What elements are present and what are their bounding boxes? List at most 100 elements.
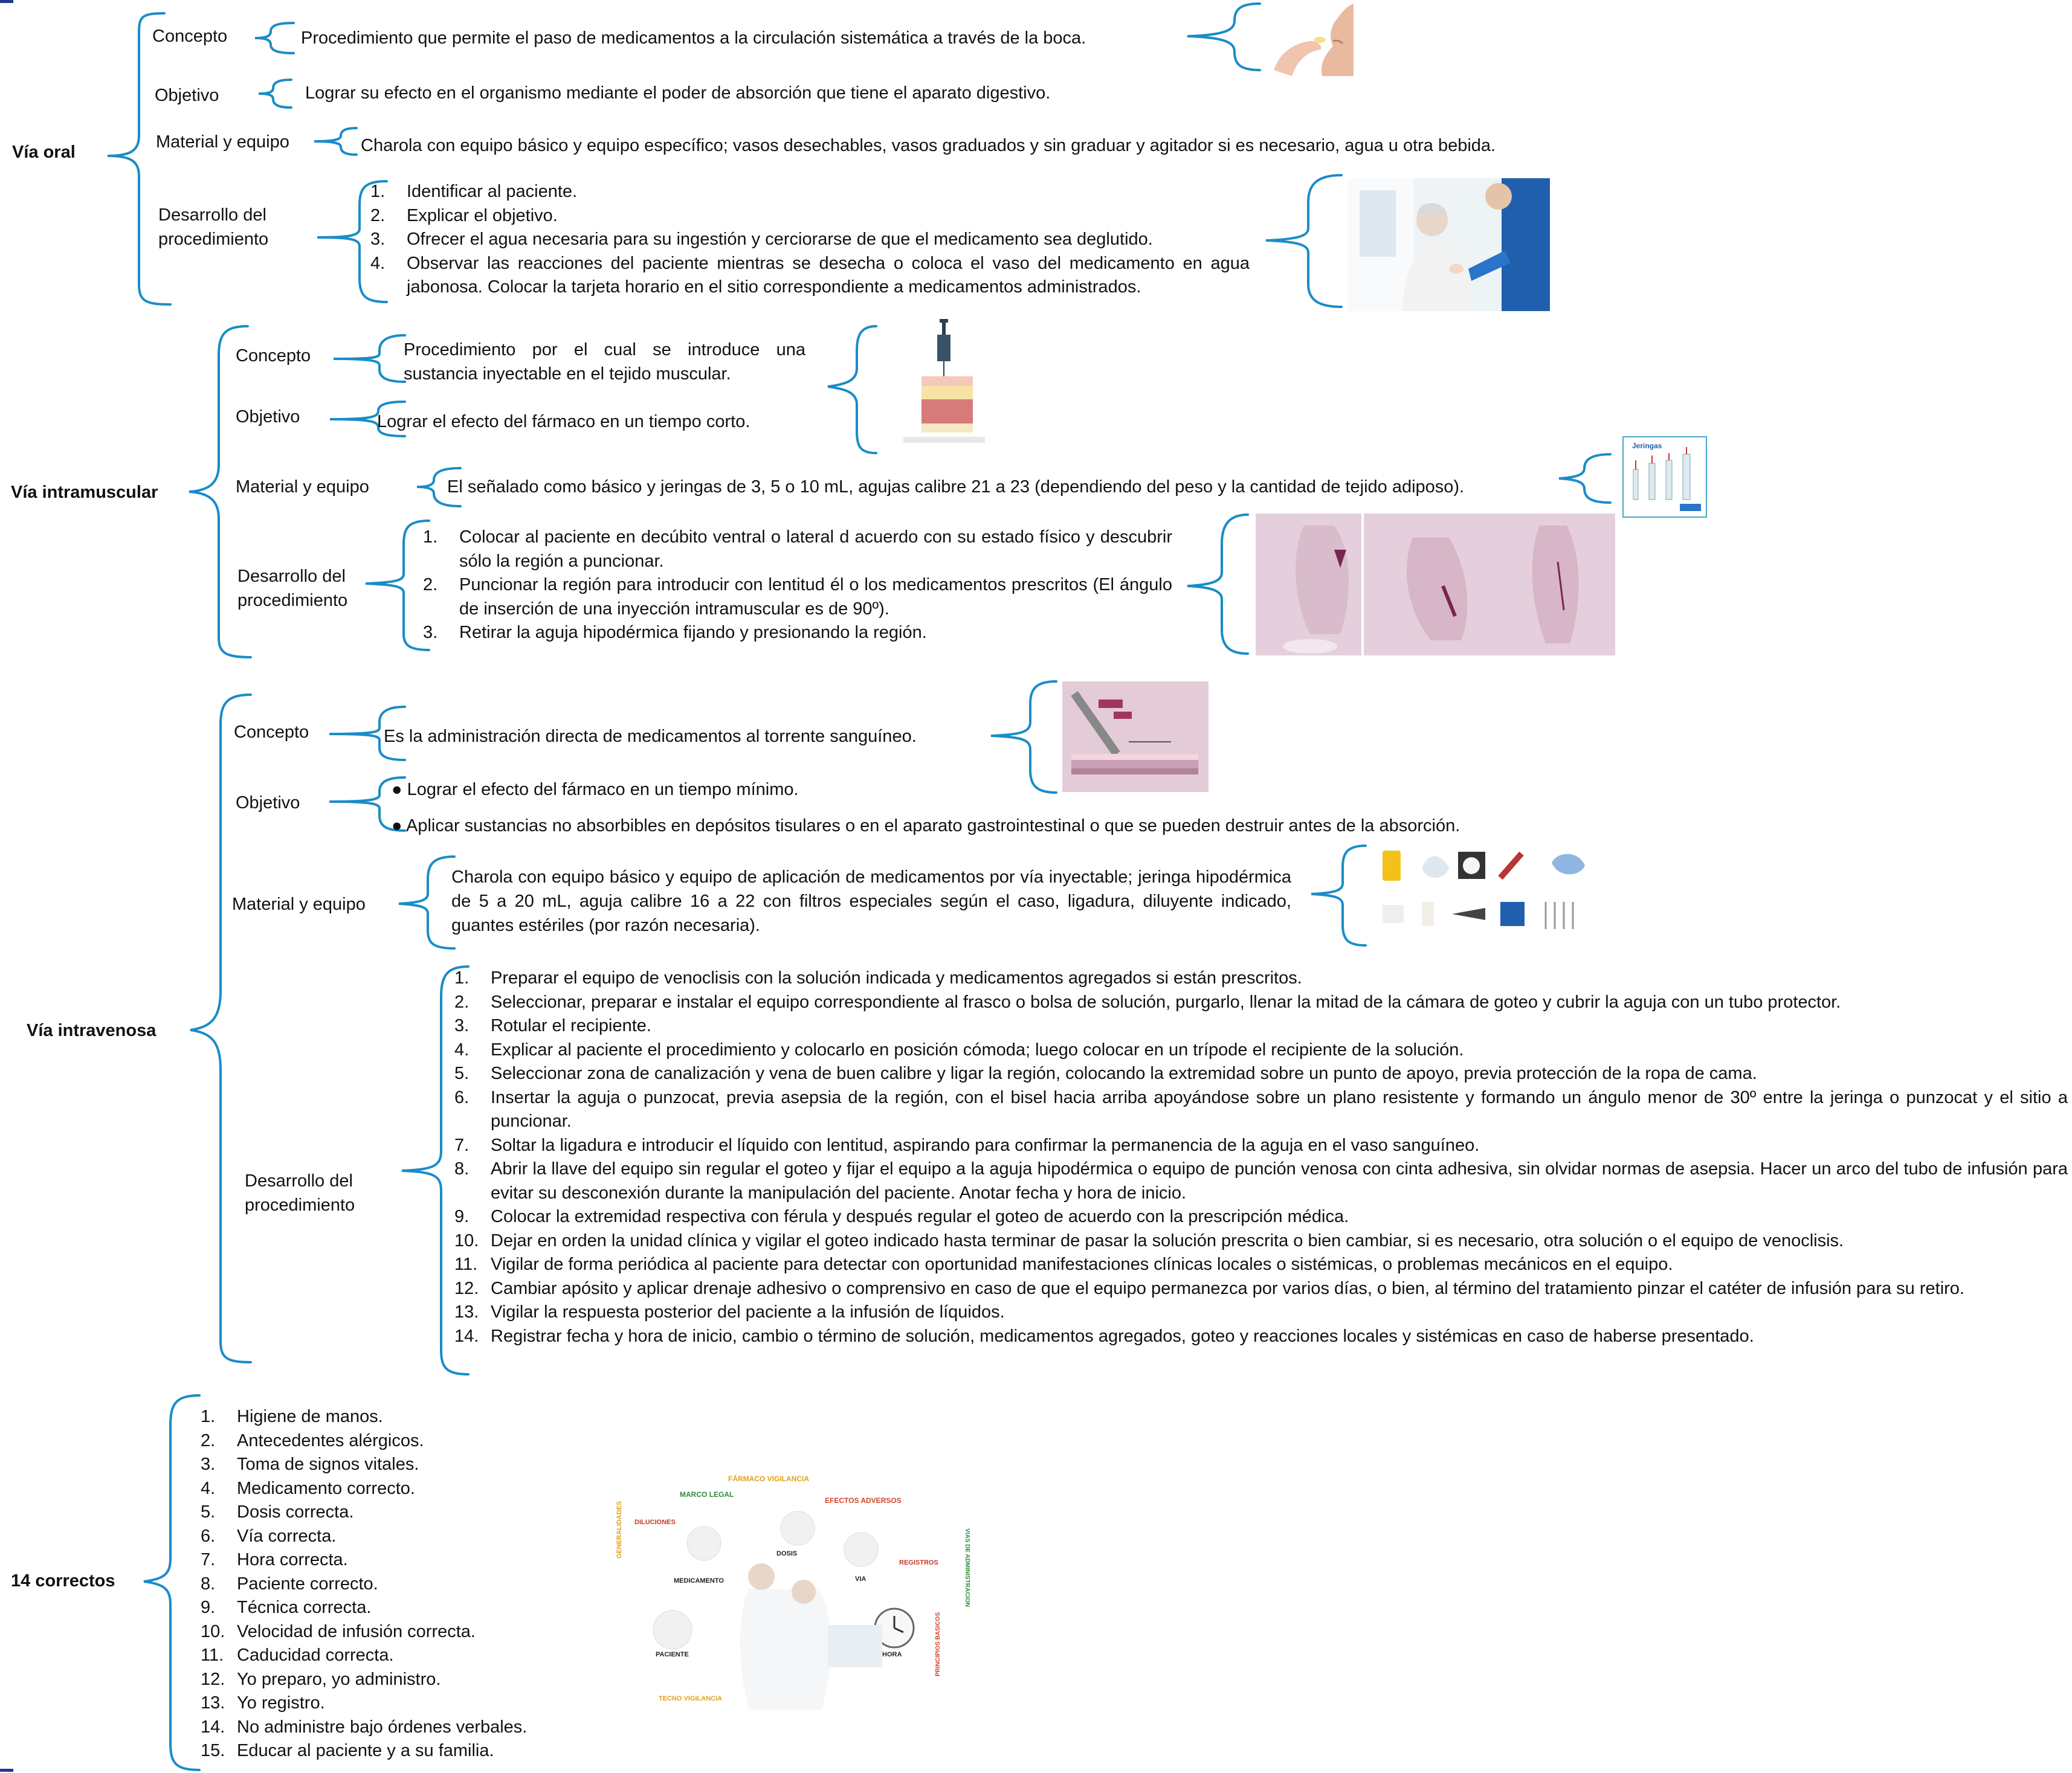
list-item: 4.Explicar al paciente el procedimiento … [454,1040,1464,1060]
correctos-title: 14 correctos [11,1571,115,1591]
list-item: 9.Técnica correcta. [201,1598,372,1617]
brace-via-oral [107,12,172,306]
list-item: ● Lograr el efecto del fármaco en un tie… [392,780,799,799]
iv-steps-list: 1.Preparar el equipo de venoclisis con l… [454,967,2068,1348]
jeringas-title: Jeringas [1632,442,1662,450]
brace-im-img1 [827,325,877,454]
label-hora: HORA [882,1651,902,1658]
brace-im-img2 [1558,453,1612,504]
brace-oral-img1 [1187,2,1261,71]
list-item: 7.Hora correcta. [201,1550,348,1569]
label-via: VIA [855,1575,866,1583]
list-item: 11.Caducidad correcta. [201,1646,394,1665]
brace-im-objetivo [329,401,406,437]
list-item: 15.Educar al paciente y a su familia. [201,1741,494,1760]
oral-concepto-text: Procedimiento que permite el paso de med… [301,28,1086,48]
corner-bar-bottom [0,1769,13,1772]
oral-desarrollo-label: Desarrollo del procedimiento [158,205,269,249]
brace-via-iv [190,693,252,1363]
oral-steps-list: 1.Identificar al paciente. 2.Explicar el… [370,180,1250,300]
list-item: 3.Toma de signos vitales. [201,1455,419,1474]
im-desarrollo-label: Desarrollo del procedimiento [237,567,348,610]
list-item: 7.Soltar la ligadura e introducir el líq… [454,1135,1480,1155]
brace-iv-img1 [990,680,1057,794]
list-item: 2.Seleccionar, preparar e instalar el eq… [454,992,1841,1012]
via-im-title: Vía intramuscular [11,483,158,502]
oral-pill-image [1262,4,1354,76]
iv-objetivo-label: Objetivo [236,793,300,812]
list-item: 4.Medicamento correcto. [201,1478,415,1498]
iv-material-label: Material y equipo [232,895,366,914]
brace-oral-material [314,127,358,156]
brace-oral-concepto [254,22,295,54]
list-item: 2.Puncionar la región para introducir co… [423,575,1172,619]
list-item: 14.Registrar fecha y hora de inicio, cam… [454,1326,1754,1346]
brace-im-concepto [333,334,406,383]
label-farmaco: FÁRMACO VIGILANCIA [728,1474,809,1483]
list-item: 12.Yo preparo, yo administro. [201,1669,441,1689]
brace-iv-material [398,855,456,950]
list-item: 9.Colocar la extremidad respectiva con f… [454,1207,1349,1226]
list-item: 4.Observar las reacciones del paciente m… [370,253,1250,297]
label-marco: MARCO LEGAL [680,1490,734,1499]
correctos-infographic-image: FÁRMACO VIGILANCIA MARCO LEGAL EFECTOS A… [610,1468,979,1731]
list-item: 1.Colocar al paciente en decúbito ventra… [423,527,1172,571]
iv-vein-diagram-image [1062,681,1209,792]
brace-iv-concepto [329,706,406,761]
label-diluciones: DILUCIONES [634,1519,676,1526]
im-material-label: Material y equipo [236,477,369,497]
brace-oral-img2 [1265,174,1343,308]
list-item: 3.Rotular el recipiente. [454,1016,651,1035]
list-item: 5.Seleccionar zona de canalización y ven… [454,1064,1757,1083]
list-item: 3.Ofrecer el agua necesaria para su inge… [370,230,1153,249]
iv-objetivos-list: ● Lograr el efecto del fármaco en un tie… [392,777,1460,838]
brace-iv-objetivo [329,776,406,832]
list-item: 6.Insertar la aguja o punzocat, previa a… [454,1087,2068,1131]
list-item: 10.Dejar en orden la unidad clínica y vi… [454,1231,1844,1250]
list-item: 11.Vigilar de forma periódica al pacient… [454,1255,1673,1274]
list-item: 8.Abrir la llave del equipo sin regular … [454,1159,2068,1203]
im-syringes-image: Jeringas [1622,436,1707,518]
label-tecno: TECNO VIGILANCIA [659,1695,722,1702]
oral-concepto-label: Concepto [152,27,228,46]
list-item: 14.No administre bajo órdenes verbales. [201,1717,528,1737]
oral-material-label: Material y equipo [156,132,289,152]
label-efectos: EFECTOS ADVERSOS [825,1496,902,1505]
label-principios: PRINCIPIOS BASICOS [935,1612,941,1676]
corner-bar-top [0,0,13,3]
iv-concepto-text: Es la administración directa de medicame… [384,727,917,746]
oral-objetivo-label: Objetivo [155,86,219,105]
list-item: 8.Paciente correcto. [201,1574,378,1594]
brace-im-img3 [1187,513,1249,655]
brace-im-desarrollo [365,520,430,651]
list-item: 2.Explicar el objetivo. [370,205,558,225]
oral-objetivo-text: Lograr su efecto en el organismo mediant… [305,83,1051,103]
correctos-list: 1.Higiene de manos. 2.Antecedentes alérg… [201,1405,624,1763]
im-concepto-label: Concepto [236,346,311,365]
label-dosis: DOSIS [776,1550,797,1557]
label-paciente: PACIENTE [656,1651,689,1658]
list-item: 13.Yo registro. [201,1693,325,1713]
brace-iv-desarrollo [401,965,470,1376]
brace-via-im [189,325,252,658]
list-item: 6.Vía correcta. [201,1526,337,1546]
im-steps-list: 1.Colocar al paciente en decúbito ventra… [423,526,1172,645]
via-oral-title: Vía oral [12,143,76,162]
list-item: 3.Retirar la aguja hipodérmica fijando y… [423,623,927,642]
im-objetivo-text: Lograr el efecto del fármaco en un tiemp… [377,412,750,431]
iv-desarrollo-label: Desarrollo del procedimiento [245,1171,355,1215]
iv-concepto-label: Concepto [234,722,309,742]
via-iv-title: Vía intravenosa [27,1021,157,1040]
list-item: 1.Higiene de manos. [201,1407,383,1426]
brace-oral-desarrollo [317,180,388,303]
iv-equipment-image [1370,845,1606,947]
label-generalidades: GENERALIDADES [616,1501,623,1559]
brace-correctos [143,1394,201,1771]
iv-material-text: Charola con equipo básico y equipo de ap… [451,867,1291,935]
label-vias: VIAS DE ADMINISTRACION [964,1528,970,1607]
list-item: 2.Antecedentes alérgicos. [201,1430,424,1450]
list-item: 5.Dosis correcta. [201,1502,354,1522]
im-material-text: El señalado como básico y jeringas de 3,… [447,477,1465,497]
list-item: 1.Preparar el equipo de venoclisis con l… [454,968,1302,988]
